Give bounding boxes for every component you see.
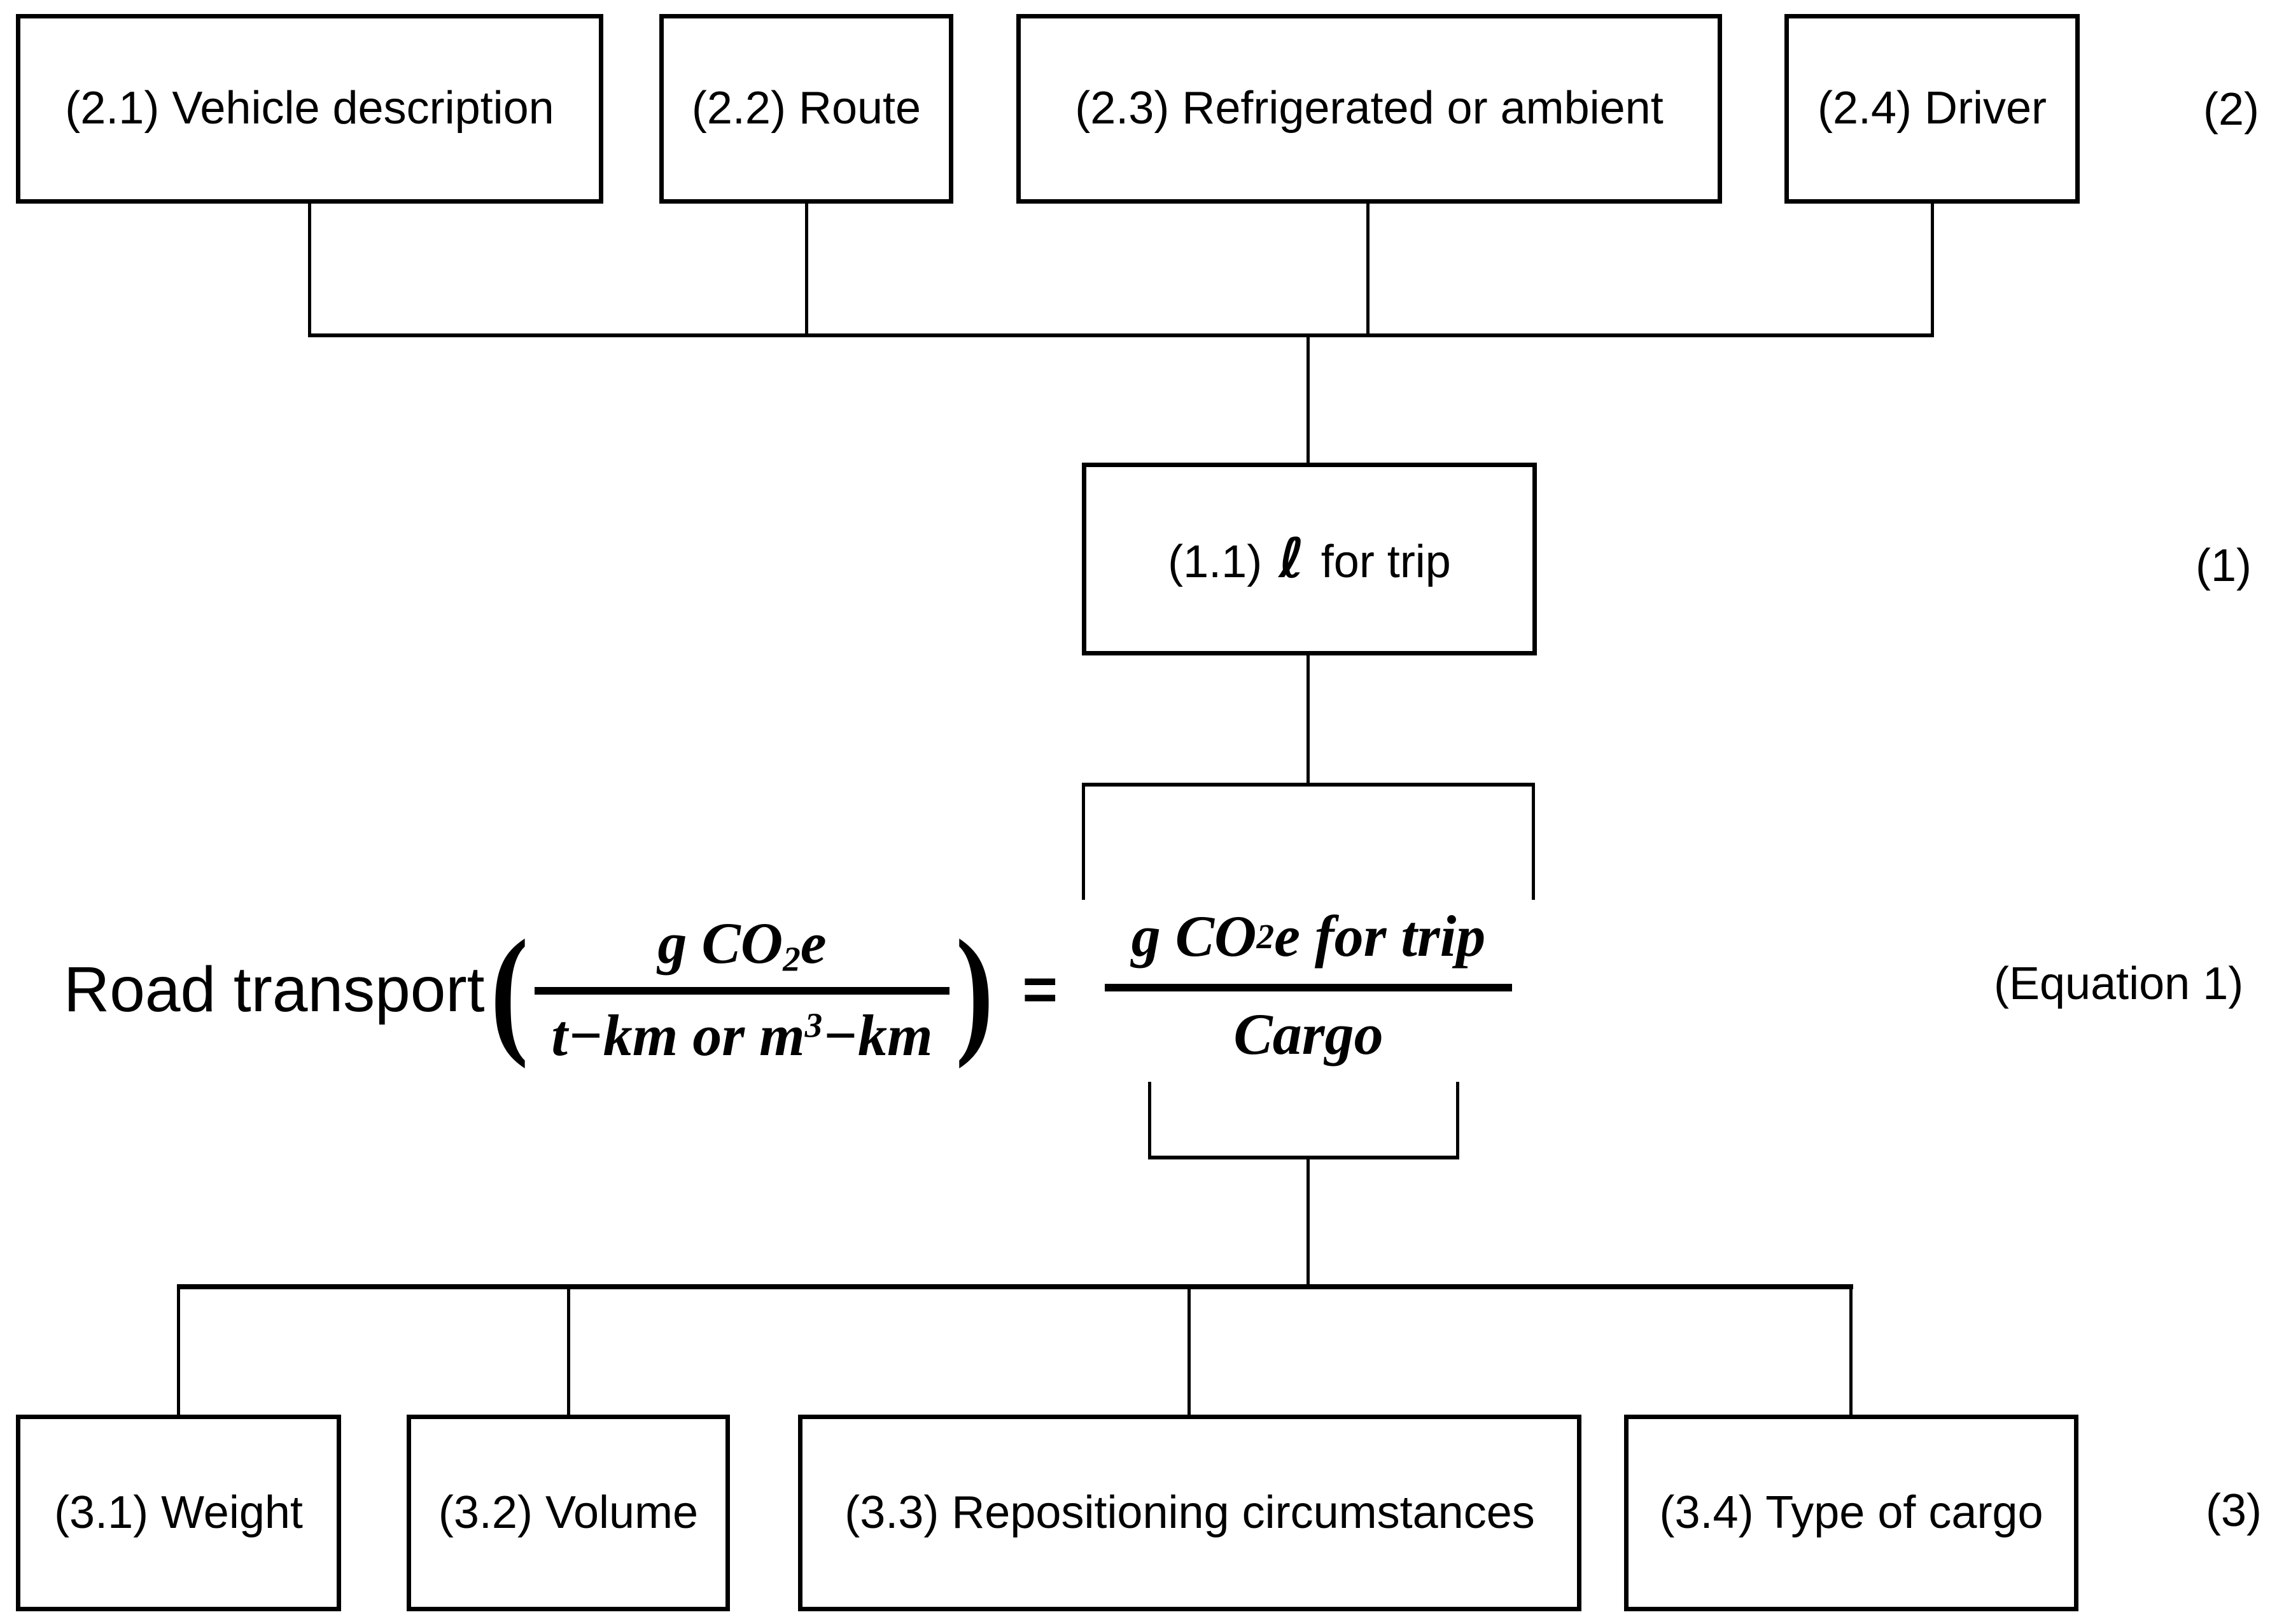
connector-stem-to-level-3 bbox=[1307, 1158, 1310, 1289]
box-2-4-label: (2.4) Driver bbox=[1817, 83, 2047, 134]
box-2-3-label: (2.3) Refrigerated or ambient bbox=[1075, 83, 1664, 134]
lhs-num-text-post: e bbox=[800, 910, 827, 976]
lhs-fraction-denominator: t−km or m3−km bbox=[535, 1002, 949, 1070]
box-2-1-vehicle-description: (2.1) Vehicle description bbox=[16, 14, 603, 204]
lhs-num-subscript: 2 bbox=[783, 939, 801, 979]
box-3-2-label: (3.2) Volume bbox=[438, 1487, 699, 1538]
rhs-num-text: g CO bbox=[1131, 904, 1257, 969]
box-3-3-label: (3.3) Repositioning circumstances bbox=[844, 1487, 1535, 1538]
bracket-upper-horizontal bbox=[1082, 783, 1535, 787]
rhs-num-text-post: e for trip bbox=[1274, 904, 1486, 969]
connector-level-3-bus bbox=[177, 1284, 1853, 1289]
connector-drop-box-2-3 bbox=[1366, 202, 1370, 337]
lhs-den-text-post: −km bbox=[822, 1002, 933, 1068]
equation-open-paren: ( bbox=[490, 909, 529, 1069]
box-3-1-label: (3.1) Weight bbox=[54, 1487, 303, 1538]
connector-level-2-bus bbox=[308, 333, 1934, 337]
lhs-den-text: t−km or m bbox=[551, 1002, 805, 1068]
rhs-fraction-bar bbox=[1105, 984, 1512, 991]
lhs-den-superscript: 3 bbox=[804, 1005, 823, 1045]
box-3-3-repositioning-circumstances: (3.3) Repositioning circumstances bbox=[798, 1415, 1581, 1611]
equation-lhs-label: Road transport bbox=[64, 954, 485, 1025]
box-2-4-driver: (2.4) Driver bbox=[1784, 14, 2080, 204]
box-1-1-prefix: (1.1) bbox=[1168, 536, 1263, 588]
level-2-tag: (2) bbox=[2203, 84, 2259, 135]
rhs-num-subscript: 2 bbox=[1256, 916, 1275, 956]
bracket-lower-horizontal bbox=[1148, 1156, 1459, 1159]
equation-lhs: Road transport ( g CO2e t−km or m3−km ) … bbox=[64, 885, 1058, 1095]
connector-drop-box-2-2 bbox=[805, 202, 808, 337]
bracket-lower-left-drop bbox=[1148, 1082, 1151, 1159]
connector-drop-box-2-1 bbox=[308, 202, 311, 337]
box-3-4-label: (3.4) Type of cargo bbox=[1659, 1487, 2043, 1538]
connector-drop-box-3-2 bbox=[567, 1288, 570, 1415]
bracket-lower-right-drop bbox=[1456, 1082, 1459, 1159]
connector-drop-box-3-1 bbox=[177, 1288, 180, 1415]
equation-equals-sign: = bbox=[1022, 955, 1058, 1023]
lhs-num-text: g CO bbox=[657, 910, 783, 976]
box-2-1-label: (2.1) Vehicle description bbox=[65, 83, 554, 134]
level-1-tag: (1) bbox=[2196, 540, 2252, 591]
box-2-3-refrigerated-or-ambient: (2.3) Refrigerated or ambient bbox=[1016, 14, 1722, 204]
rhs-fraction-denominator: Cargo bbox=[1233, 1002, 1384, 1067]
box-2-2-route: (2.2) Route bbox=[659, 14, 953, 204]
box-1-1-label: (1.1) ℓ for trip bbox=[1168, 529, 1451, 589]
box-3-1-weight: (3.1) Weight bbox=[16, 1415, 341, 1611]
equation-lhs-fraction: g CO2e t−km or m3−km bbox=[535, 910, 949, 1070]
litre-script-l-symbol: ℓ bbox=[1279, 527, 1305, 591]
connector-stem-to-box-1-1 bbox=[1307, 336, 1310, 465]
lhs-fraction-bar bbox=[535, 986, 949, 995]
level-3-tag: (3) bbox=[2206, 1485, 2262, 1536]
lhs-fraction-numerator: g CO2e bbox=[641, 910, 843, 979]
box-1-1-litres-for-trip: (1.1) ℓ for trip bbox=[1082, 463, 1537, 655]
connector-drop-box-3-4 bbox=[1849, 1288, 1853, 1415]
box-3-4-type-of-cargo: (3.4) Type of cargo bbox=[1624, 1415, 2078, 1611]
equation-1-tag: (Equation 1) bbox=[1994, 958, 2244, 1009]
box-2-2-label: (2.2) Route bbox=[691, 83, 921, 134]
bracket-upper-right-drop bbox=[1532, 785, 1535, 900]
equation-close-paren: ) bbox=[955, 909, 994, 1069]
box-3-2-volume: (3.2) Volume bbox=[407, 1415, 730, 1611]
connector-drop-box-3-3 bbox=[1188, 1288, 1191, 1415]
connector-stem-from-box-1-1 bbox=[1307, 654, 1310, 785]
connector-drop-box-2-4 bbox=[1931, 202, 1934, 337]
bracket-upper-left-drop bbox=[1082, 785, 1085, 900]
box-1-1-suffix: for trip bbox=[1321, 536, 1451, 588]
